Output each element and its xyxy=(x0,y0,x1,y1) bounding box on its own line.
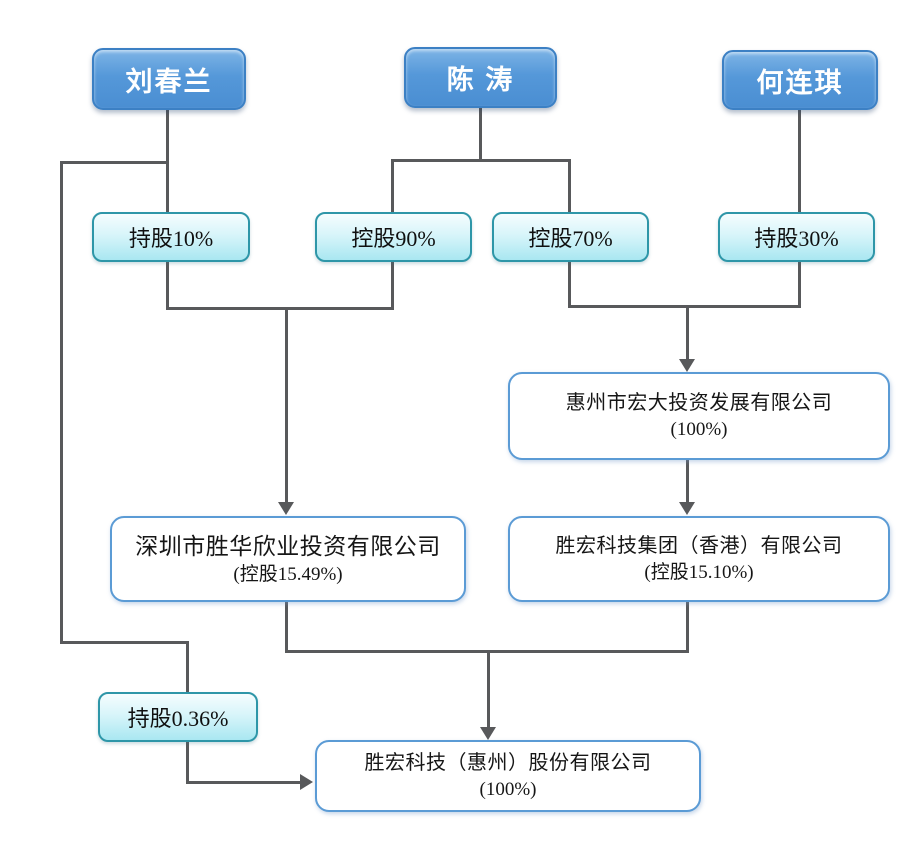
connector xyxy=(798,110,801,308)
connector xyxy=(285,600,288,653)
share-label-90pct: 控股90% xyxy=(315,212,472,262)
arrowhead-right xyxy=(300,774,313,790)
share-label-70pct: 控股70% xyxy=(492,212,649,262)
connector xyxy=(686,600,689,653)
connector xyxy=(568,305,801,308)
connector xyxy=(166,307,394,310)
node-person-liuchunlan: 刘春兰 xyxy=(92,48,246,110)
connector xyxy=(166,110,169,310)
company-share: (100%) xyxy=(670,418,728,440)
company-share: (控股15.10%) xyxy=(644,561,754,583)
person-label: 陈 涛 xyxy=(446,65,515,95)
node-company-shenghong-hongkong: 胜宏科技集团（香港）有限公司 (控股15.10%) xyxy=(508,516,890,602)
node-person-chentao: 陈 涛 xyxy=(404,47,557,108)
connector xyxy=(479,108,482,162)
share-text: 持股0.36% xyxy=(127,706,229,731)
connector xyxy=(391,159,571,162)
company-name: 深圳市胜华欣业投资有限公司 xyxy=(135,532,441,559)
node-person-helianqi: 何连琪 xyxy=(722,50,878,110)
share-text: 控股70% xyxy=(528,226,613,251)
connector xyxy=(60,161,63,644)
share-label-036pct: 持股0.36% xyxy=(98,692,258,742)
node-company-shenghong-huizhou: 胜宏科技（惠州）股份有限公司 (100%) xyxy=(315,740,701,812)
node-company-huizhou-hongda: 惠州市宏大投资发展有限公司 (100%) xyxy=(508,372,890,460)
person-label: 何连琪 xyxy=(756,67,844,98)
share-label-10pct: 持股10% xyxy=(92,212,250,262)
connector xyxy=(487,650,490,730)
company-share: (控股15.49%) xyxy=(233,563,343,585)
connector xyxy=(686,305,689,361)
connector xyxy=(686,458,689,504)
person-label: 刘春兰 xyxy=(125,66,213,97)
arrowhead-down xyxy=(679,359,695,372)
connector xyxy=(186,781,301,784)
arrowhead-down xyxy=(480,727,496,740)
company-name: 惠州市宏大投资发展有限公司 xyxy=(565,391,833,414)
share-text: 持股30% xyxy=(754,226,839,251)
arrowhead-down xyxy=(278,502,294,515)
connector xyxy=(285,307,288,503)
share-text: 控股90% xyxy=(351,226,436,251)
node-company-shenzhen-shenghuaxinye: 深圳市胜华欣业投资有限公司 (控股15.49%) xyxy=(110,516,466,602)
arrowhead-down xyxy=(679,502,695,515)
company-share: (100%) xyxy=(479,778,537,800)
company-name: 胜宏科技（惠州）股份有限公司 xyxy=(364,751,652,774)
company-name: 胜宏科技集团（香港）有限公司 xyxy=(555,534,843,557)
share-text: 持股10% xyxy=(128,226,214,251)
connector xyxy=(60,161,169,164)
connector xyxy=(60,641,189,644)
share-label-30pct: 持股30% xyxy=(718,212,875,262)
